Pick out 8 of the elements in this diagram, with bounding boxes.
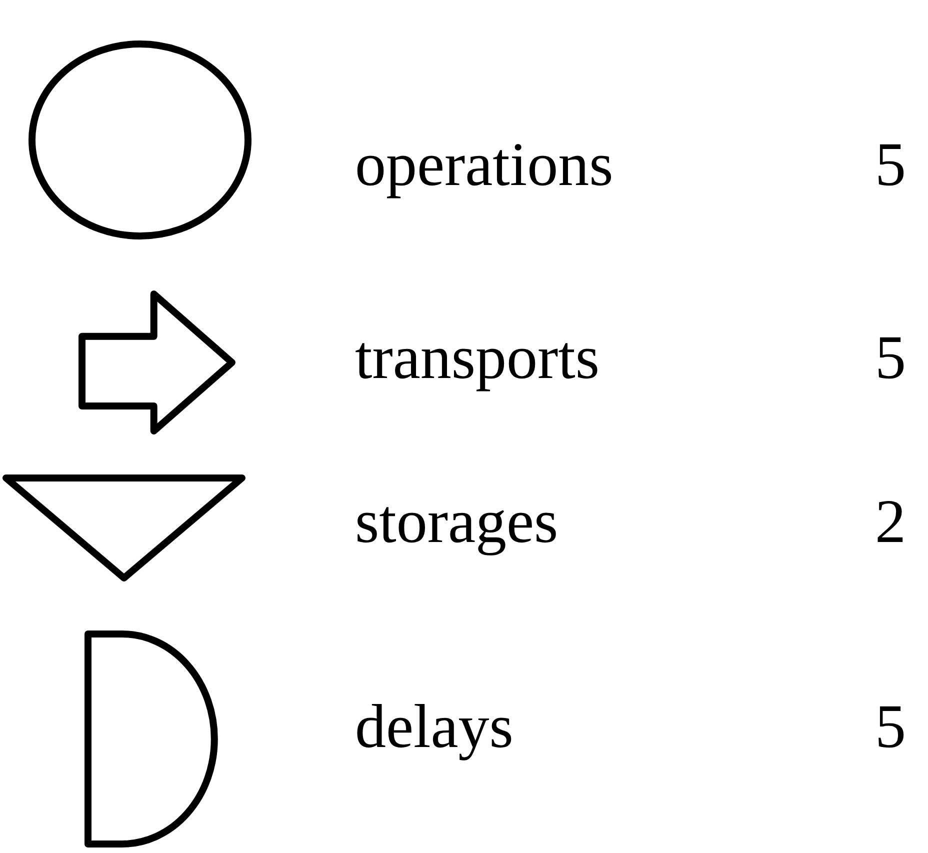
count-number: 5 xyxy=(875,692,906,762)
count-number: 5 xyxy=(875,323,906,393)
legend-text: storages xyxy=(355,487,558,557)
legend-text: transports xyxy=(355,323,600,393)
legend-text: delays xyxy=(355,692,514,762)
count-number: 5 xyxy=(875,130,906,200)
legend-text: operations xyxy=(355,130,614,200)
count-number: 2 xyxy=(875,487,906,557)
